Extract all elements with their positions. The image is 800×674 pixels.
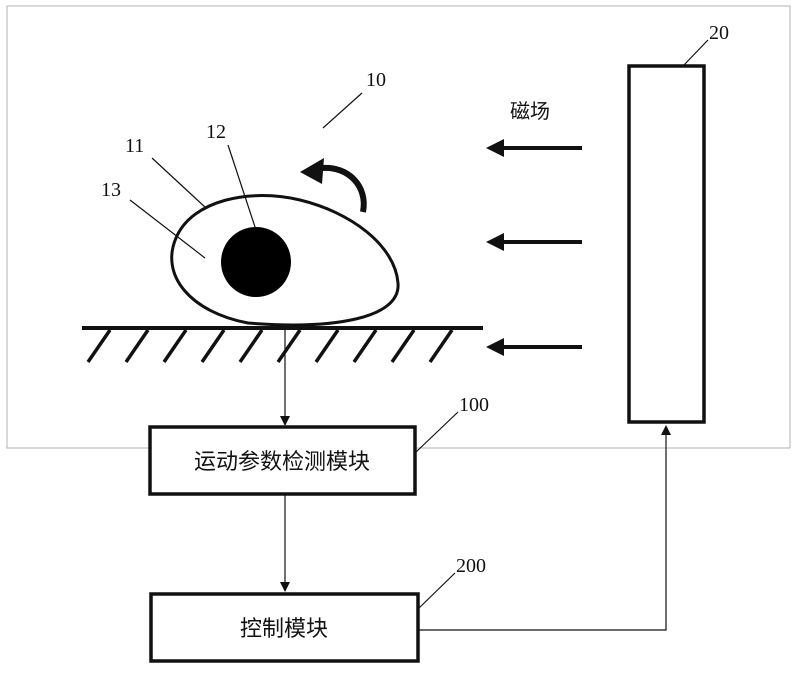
label-20: 20 — [709, 22, 729, 44]
leader-20 — [682, 39, 709, 67]
connector-control-source — [418, 425, 671, 631]
control-module-label: 控制模块 — [240, 617, 328, 642]
ground-hatching — [86, 329, 454, 363]
label-13: 13 — [101, 179, 121, 201]
label-11: 11 — [125, 135, 144, 157]
rotation-arc — [321, 164, 367, 213]
leader-100 — [414, 411, 459, 454]
inner-core — [221, 227, 291, 297]
leader-10 — [322, 92, 363, 129]
detection-module-box — [148, 425, 417, 496]
label-12: 12 — [206, 121, 226, 143]
field-source-box — [627, 64, 706, 424]
magnetic-field-label: 磁场 — [510, 99, 550, 123]
field-arrows — [486, 139, 582, 356]
label-200: 200 — [456, 555, 486, 577]
label-100: 100 — [459, 394, 489, 416]
detection-module-label: 运动参数检测模块 — [194, 450, 370, 475]
leader-13 — [129, 199, 206, 259]
leader-12 — [227, 144, 257, 231]
control-module-box — [149, 592, 420, 663]
label-10: 10 — [366, 69, 386, 91]
rotation-arrowhead — [300, 158, 324, 184]
leader-11 — [151, 157, 207, 209]
leader-200 — [417, 572, 456, 610]
